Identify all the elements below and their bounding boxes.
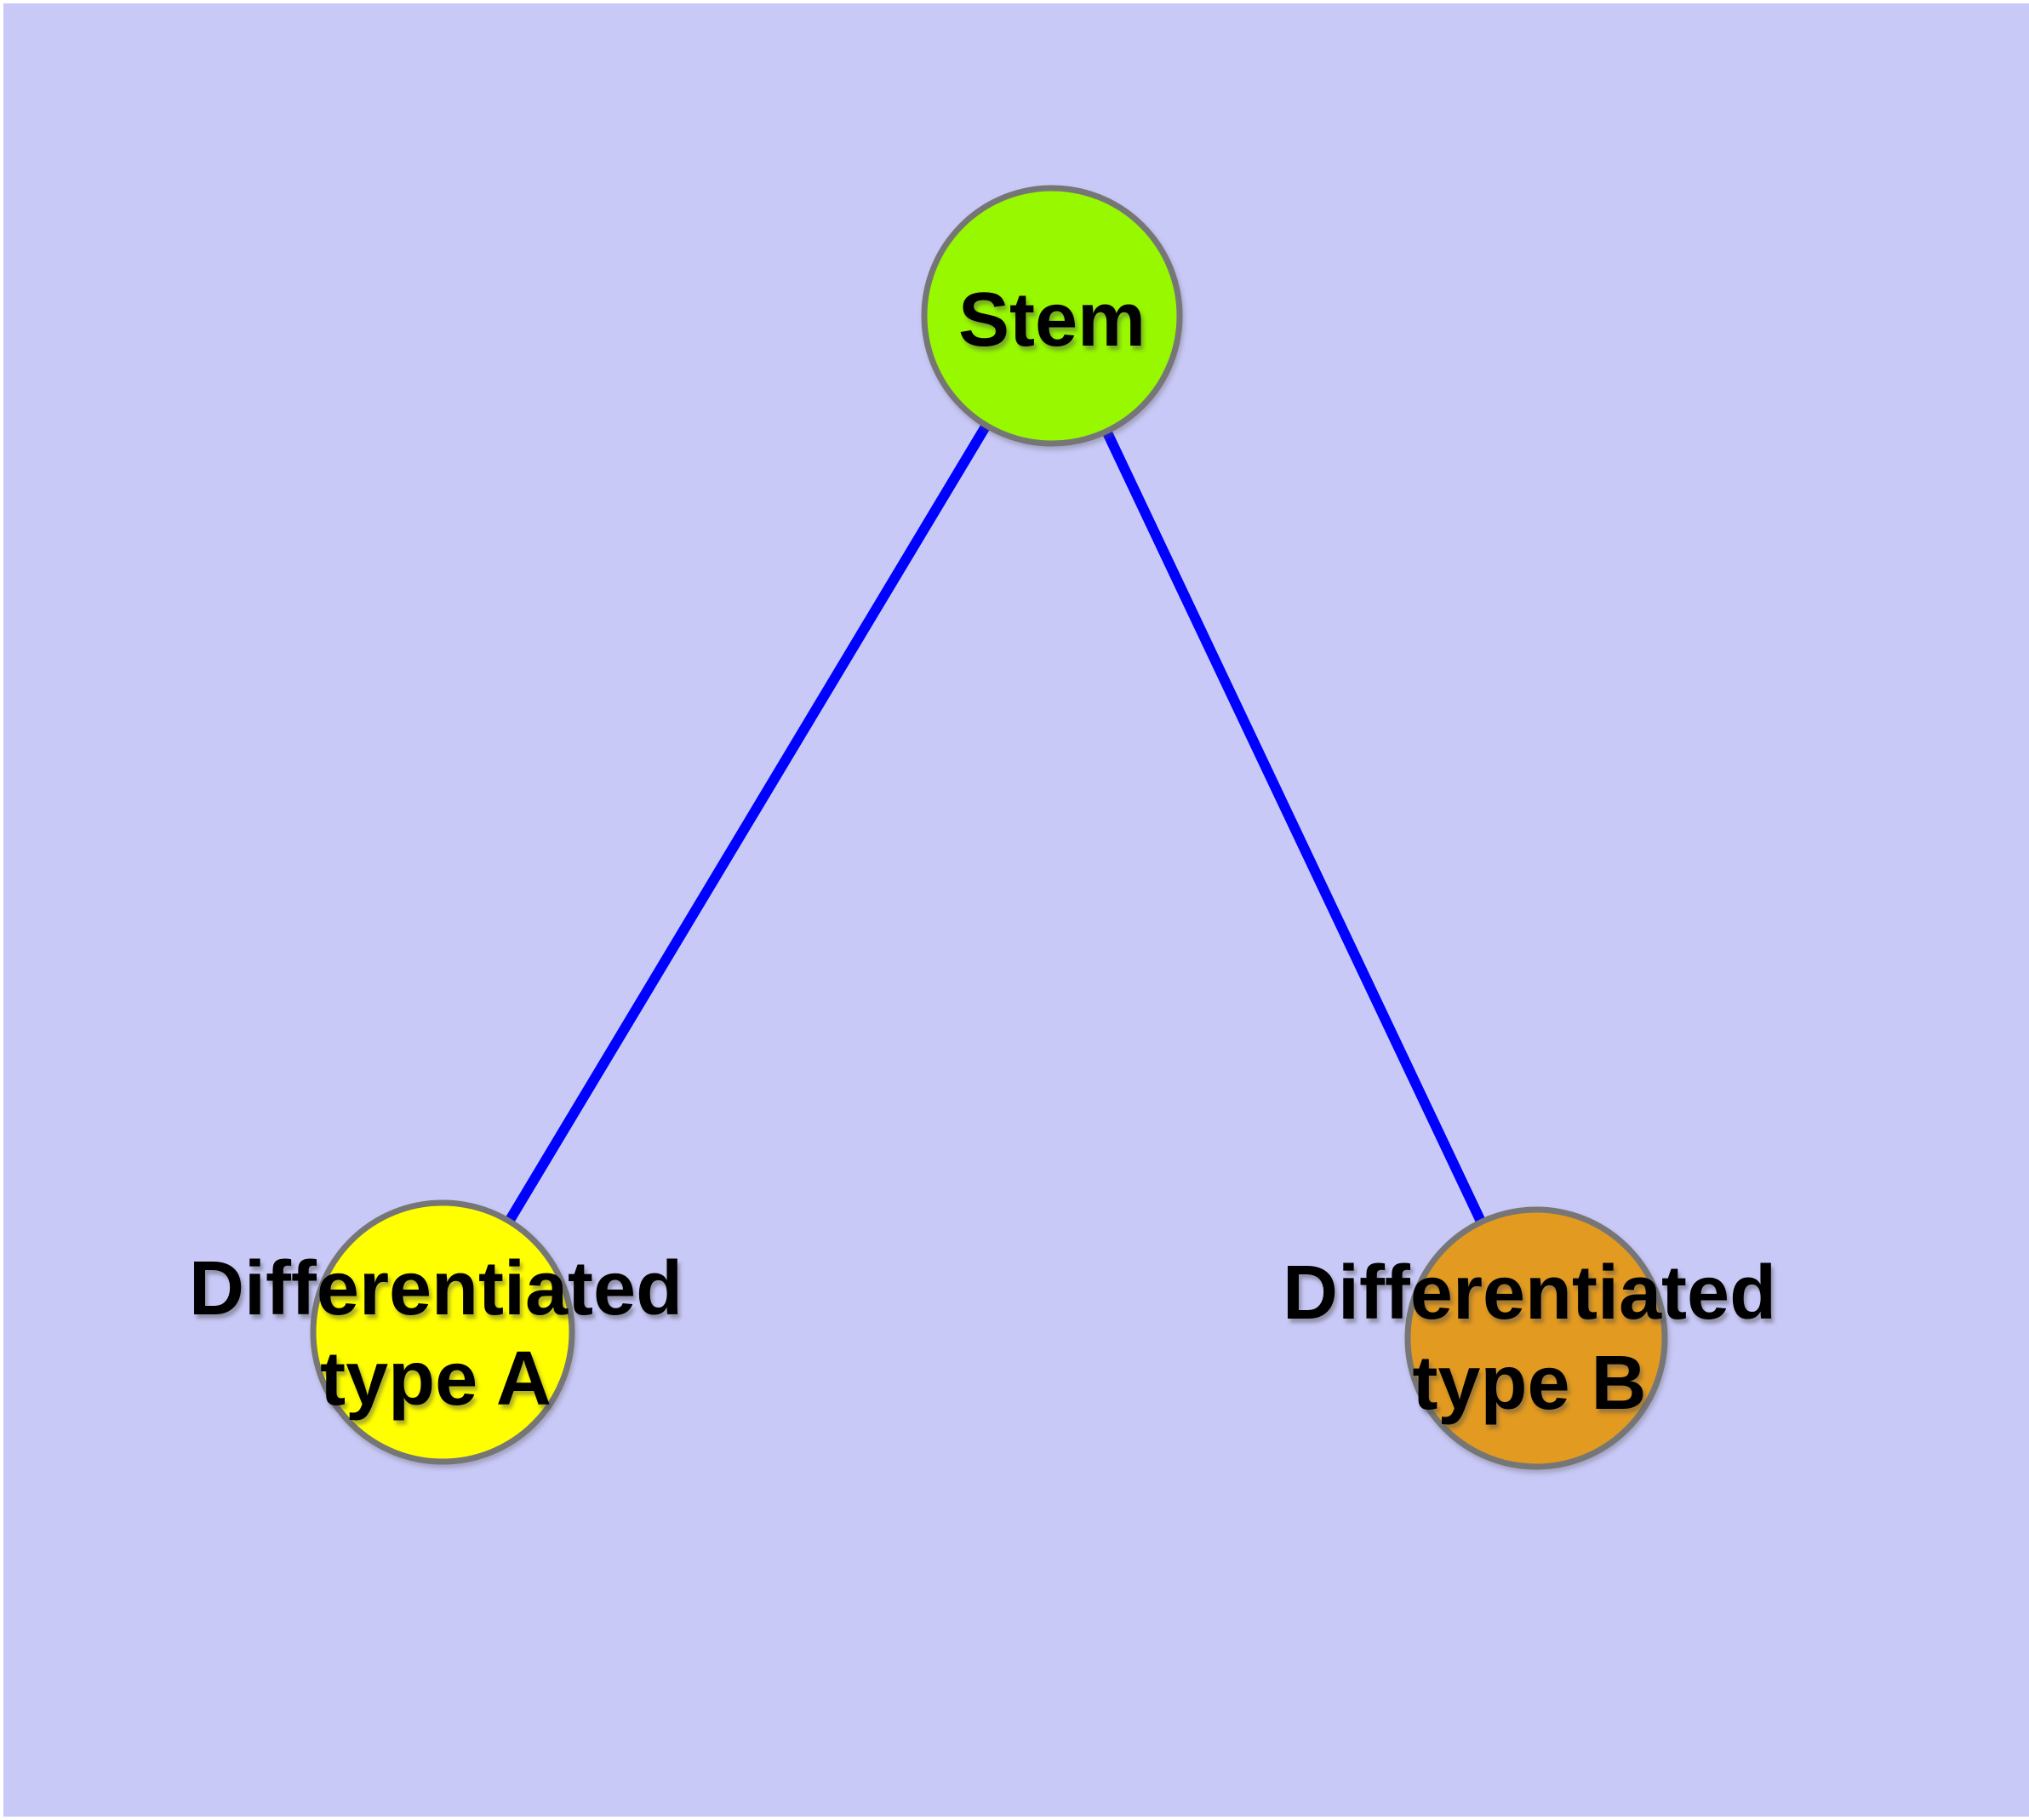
- edge-stem-to-type-a: [437, 312, 1057, 1336]
- differentiated-type-a-node-label: Differentiated type A: [188, 1246, 683, 1422]
- differentiated-type-a-node-circle: [310, 1199, 575, 1465]
- edge-stem-to-type-b: [1047, 313, 1541, 1341]
- differentiated-type-b-node-label: Differentiated type B: [1282, 1251, 1777, 1426]
- stem-node-circle: [921, 185, 1183, 447]
- differentiated-type-b-node-circle: [1404, 1206, 1668, 1470]
- stem-node-label: Stem: [957, 278, 1146, 363]
